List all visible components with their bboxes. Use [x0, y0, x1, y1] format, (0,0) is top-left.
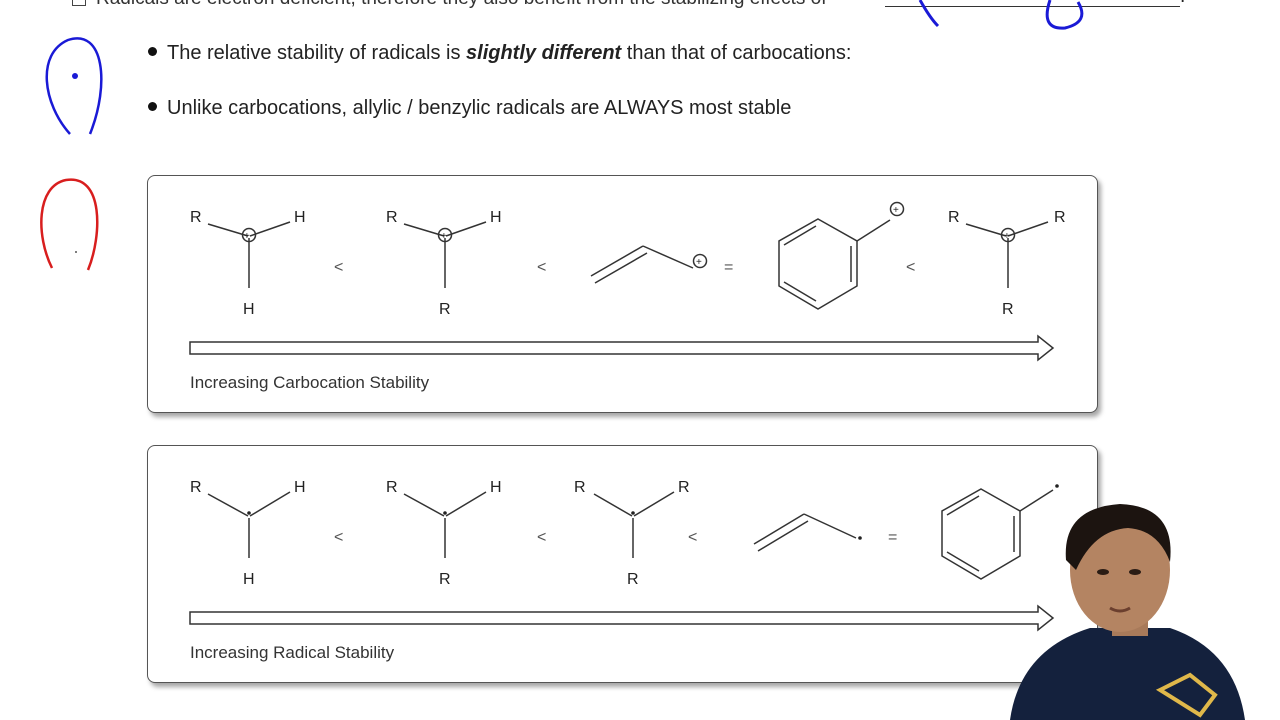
- radical-stability-label: Increasing Radical Stability: [190, 643, 395, 662]
- svg-text:+: +: [696, 257, 702, 268]
- svg-text:+: +: [893, 205, 899, 216]
- substituent-label: R: [678, 479, 690, 496]
- substituent-label: R: [439, 301, 451, 318]
- svg-text:+: +: [244, 231, 250, 242]
- cut-off-statement: Radicals are electron deficient, therefo…: [72, 0, 827, 10]
- substituent-label: R: [386, 209, 398, 226]
- p-orbital-sketch-red: [40, 178, 99, 271]
- carbocation-structures: R H H R H R R R R < < = < + + + + +: [189, 201, 1066, 362]
- substituent-label: R: [627, 571, 639, 588]
- comparison-operator: =: [724, 259, 733, 276]
- substituent-label: H: [243, 571, 255, 588]
- answer-blank: [885, 6, 1180, 7]
- comparison-operator: <: [537, 259, 546, 276]
- substituent-label: H: [294, 479, 306, 496]
- bullet-allylic-benzylic: Unlike carbocations, allylic / benzylic …: [148, 97, 791, 120]
- substituent-label: R: [386, 479, 398, 496]
- substituent-label: R: [1054, 209, 1066, 226]
- substituent-label: H: [490, 479, 502, 496]
- substituent-label: R: [574, 479, 586, 496]
- carbocation-stability-label: Increasing Carbocation Stability: [190, 373, 430, 392]
- comparison-operator: <: [334, 259, 343, 276]
- svg-text:+: +: [441, 231, 447, 242]
- carbocation-stability-panel: R H H R H R R R R < < = < + + + + + Incr…: [147, 175, 1098, 413]
- checkbox-icon: [72, 0, 86, 6]
- bullet-dot-icon: [148, 47, 157, 57]
- comparison-operator: <: [334, 529, 343, 546]
- substituent-label: R: [190, 209, 202, 226]
- comparison-operator: <: [537, 529, 546, 546]
- radical-stability-panel: R H H R H R R R R < < < = Increasing Rad…: [147, 445, 1098, 683]
- comparison-operator: =: [888, 529, 897, 546]
- substituent-label: H: [243, 301, 255, 318]
- substituent-label: R: [190, 479, 202, 496]
- comparison-operator: <: [688, 529, 697, 546]
- substituent-label: H: [294, 209, 306, 226]
- handwriting-ink: [918, 0, 1084, 30]
- substituent-label: R: [1002, 301, 1014, 318]
- substituent-label: H: [490, 209, 502, 226]
- presenter-video-icon: [1010, 504, 1245, 720]
- comparison-operator: <: [906, 259, 915, 276]
- end-mark: .: [1180, 0, 1185, 8]
- substituent-label: R: [439, 571, 451, 588]
- bullet-dot-icon: [148, 102, 157, 112]
- substituent-label: R: [948, 209, 960, 226]
- bullet-relative-stability: The relative stability of radicals is sl…: [148, 42, 851, 65]
- p-orbital-sketch-blue: [45, 37, 103, 135]
- svg-text:+: +: [1004, 231, 1010, 242]
- radical-structures: R H H R H R R R R < < < =: [189, 479, 1059, 632]
